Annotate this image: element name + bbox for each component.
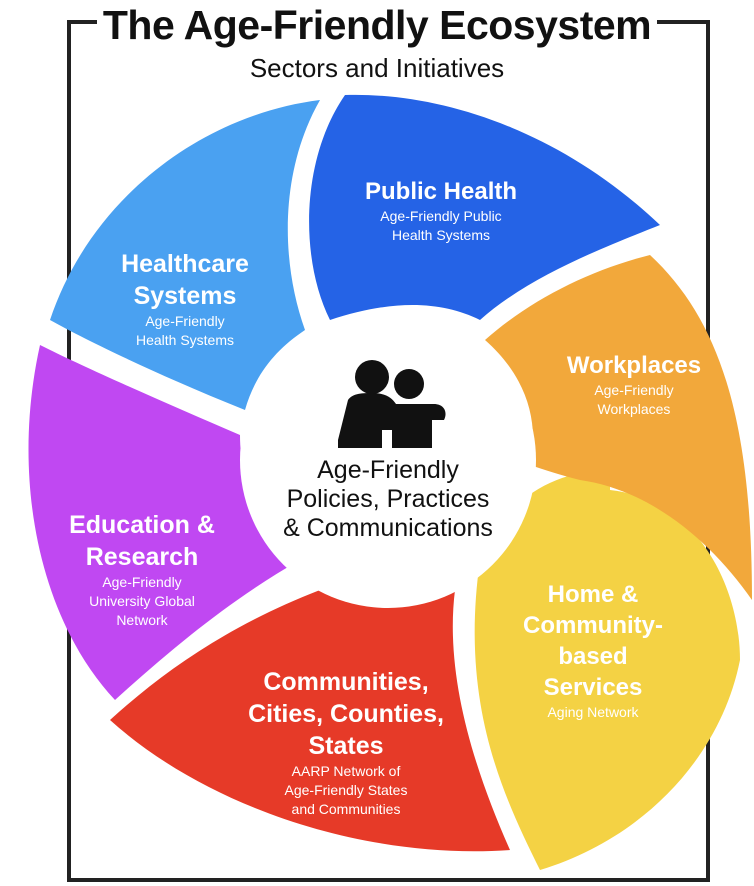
- sector-heading: Public Health: [365, 178, 517, 205]
- petal-communities: [110, 590, 510, 852]
- petal-education-research: [28, 345, 300, 700]
- sector-heading: Communities,: [263, 668, 428, 696]
- center-text-line: Age-Friendly: [317, 456, 459, 484]
- petal-workplaces: [485, 255, 752, 600]
- two-people-embrace-icon: [338, 360, 446, 448]
- sector-heading: Healthcare: [121, 250, 249, 278]
- sector-heading: Research: [86, 543, 199, 571]
- center-text-line: Policies, Practices: [287, 485, 490, 513]
- sector-subtitle: Network: [116, 612, 168, 628]
- sector-subtitle: Age-Friendly: [102, 574, 181, 590]
- page-title: The Age-Friendly Ecosystem: [0, 2, 754, 49]
- center-text-line: & Communications: [283, 514, 493, 542]
- sector-subtitle: Aging Network: [547, 704, 639, 720]
- petal-public-health: [309, 94, 660, 320]
- sector-heading: Services: [544, 674, 643, 701]
- petal-group: [28, 94, 752, 870]
- sector-subtitle: and Communities: [292, 801, 401, 817]
- sector-label-education-research: Education & ResearchAge-FriendlyUniversit…: [69, 511, 215, 628]
- sector-subtitle: AARP Network of: [292, 763, 401, 779]
- sector-heading: based: [558, 643, 627, 670]
- sector-subtitle: Health Systems: [392, 227, 490, 243]
- sector-label-communities-cities-counties-states: Communities, Cities, Counties, StatesAARP …: [248, 668, 444, 817]
- sector-heading: Cities, Counties,: [248, 700, 444, 728]
- sector-subtitle: Workplaces: [598, 401, 671, 417]
- sector-heading: Community-: [523, 612, 663, 639]
- sector-subtitle: Age-Friendly: [145, 313, 224, 329]
- sector-heading: Systems: [134, 282, 237, 310]
- sector-heading: States: [308, 732, 383, 760]
- center-circle: [240, 312, 536, 608]
- sector-subtitle: Age-Friendly: [594, 382, 673, 398]
- page-subtitle: Sectors and Initiatives: [0, 53, 754, 84]
- sector-subtitle: Age-Friendly States: [285, 782, 408, 798]
- sector-subtitle: Age-Friendly Public: [380, 208, 501, 224]
- petal-home-community-services: [474, 470, 740, 870]
- sector-subtitle: University Global: [89, 593, 195, 609]
- sector-heading: Workplaces: [567, 352, 701, 379]
- sector-subtitle: Health Systems: [136, 332, 234, 348]
- sector-heading: Home &: [548, 581, 639, 608]
- sector-heading: Education &: [69, 511, 215, 539]
- petal-healthcare-systems: [50, 100, 320, 410]
